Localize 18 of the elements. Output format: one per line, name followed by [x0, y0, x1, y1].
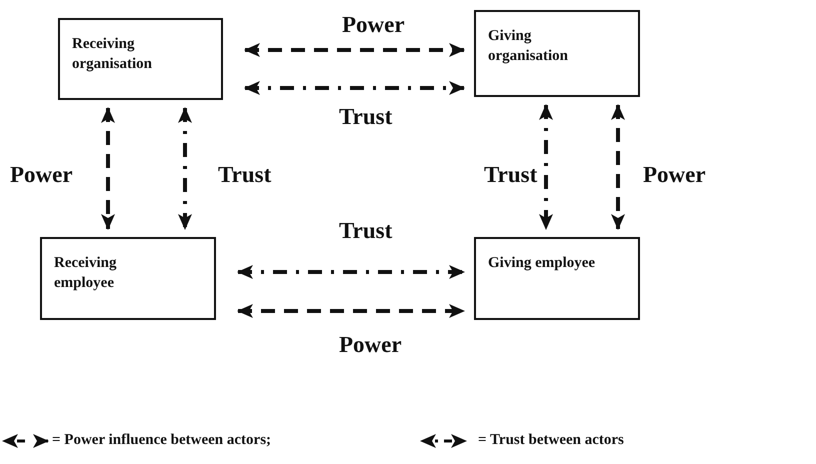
node-label: Giving employee — [488, 254, 596, 273]
legend-text: = Trust between actors — [478, 431, 624, 449]
double-headed-arrow — [244, 43, 465, 57]
actor-box — [474, 10, 640, 97]
actor-box — [474, 237, 640, 320]
double-headed-arrow — [237, 265, 465, 279]
double-headed-arrow — [101, 107, 115, 230]
actor-box — [40, 237, 216, 320]
double-headed-arrow — [237, 304, 465, 318]
legend-text: = Power influence between actors; — [52, 431, 272, 449]
actor-box — [58, 18, 223, 100]
double-headed-arrow — [178, 107, 192, 230]
double-headed-arrow — [244, 81, 465, 95]
node-label: Receiving employee — [54, 254, 118, 293]
node-label: Giving organisation — [488, 27, 570, 66]
node-label: Receiving organisation — [72, 35, 154, 74]
double-headed-arrow — [611, 104, 625, 230]
double-headed-arrow — [539, 104, 553, 230]
